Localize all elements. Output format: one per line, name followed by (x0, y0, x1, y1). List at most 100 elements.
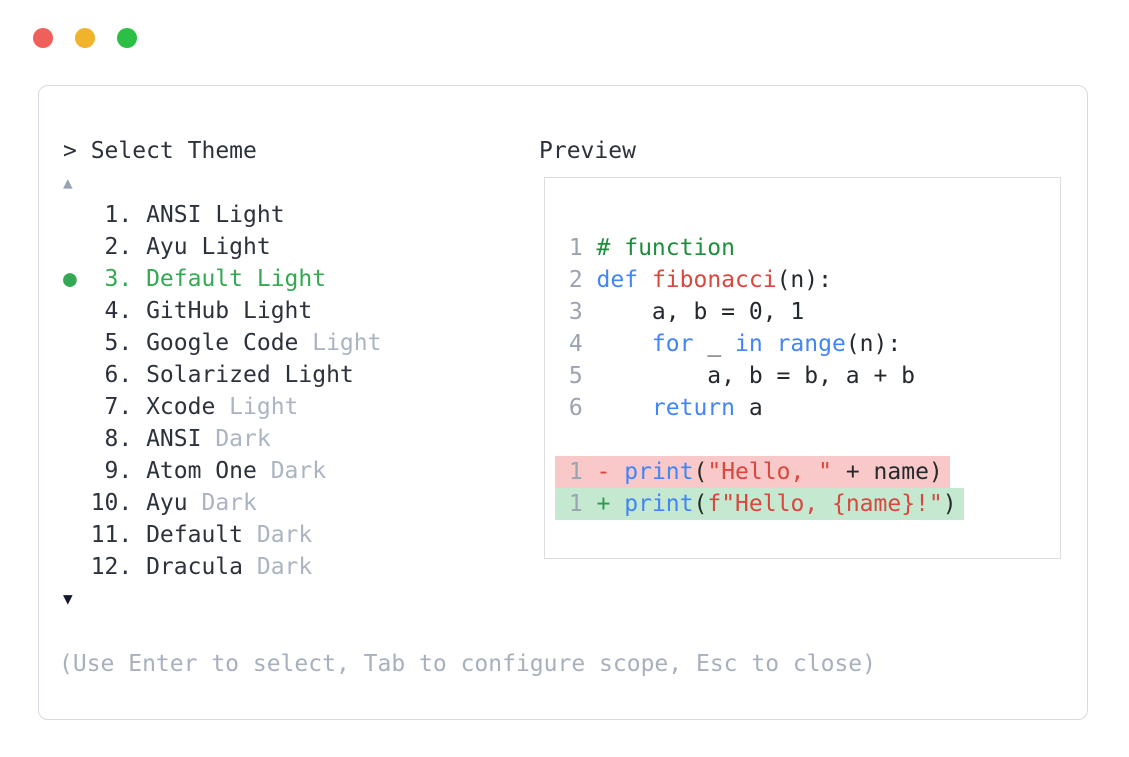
item-number: 3. (104, 266, 133, 292)
theme-list-item[interactable]: 9. Atom One Dark (63, 455, 381, 487)
item-label: Xcode (132, 394, 230, 420)
code-line: 6 return a (555, 392, 1060, 424)
theme-selector-panel: > Select Theme ▲ 1. ANSI Light 2. Ayu Li… (38, 85, 1088, 720)
line-number: 6 (568, 395, 583, 421)
code-token-kw: return (651, 395, 736, 421)
code-token-pl: ) (942, 491, 957, 517)
code-line (555, 424, 1060, 456)
item-variant: Dark (256, 554, 313, 580)
item-label: Ayu (132, 234, 202, 260)
theme-list-item[interactable]: 1. ANSI Light (63, 199, 381, 231)
item-number: 1. (104, 202, 133, 228)
item-label: Default (132, 522, 257, 548)
theme-picker: > Select Theme ▲ 1. ANSI Light 2. Ayu Li… (63, 135, 381, 615)
theme-list-item[interactable]: 11. Default Dark (63, 519, 381, 551)
item-variant: Dark (270, 458, 327, 484)
item-variant: Dark (256, 522, 313, 548)
marker-spacer (63, 423, 91, 455)
code-token-pl: (n): (776, 267, 832, 293)
code-token-minus: - (596, 459, 611, 485)
code-line: 2 def fibonacci(n): (555, 264, 1060, 296)
theme-list-item[interactable]: 6. Solarized Light (63, 359, 381, 391)
code-token-kw: print (624, 491, 694, 517)
code-token-kw: range (776, 331, 846, 357)
theme-list-item[interactable]: 7. Xcode Light (63, 391, 381, 423)
code-token-kw: for (651, 331, 694, 357)
code-token-pl: ( (693, 491, 708, 517)
item-variant: Light (312, 330, 382, 356)
code-token-pl (610, 491, 624, 517)
code-token-kw: print (624, 459, 694, 485)
line-number: 1 (568, 459, 583, 485)
code-token-pl (638, 267, 652, 293)
theme-list-item[interactable]: 5. Google Code Light (63, 327, 382, 359)
scroll-up-icon[interactable]: ▲ (63, 173, 73, 192)
code-line: 4 for _ in range(n): (555, 328, 1060, 360)
item-number: 5. (104, 330, 133, 356)
minimize-button[interactable] (75, 28, 95, 48)
marker-spacer (63, 231, 91, 263)
marker-spacer (63, 359, 91, 391)
marker-spacer (63, 487, 91, 519)
item-label: Atom One (132, 458, 271, 484)
code-token-pl: a (735, 395, 763, 421)
marker-spacer (63, 519, 91, 551)
code-token-kw: in (735, 331, 763, 357)
theme-list-item[interactable]: 8. ANSI Dark (63, 423, 381, 455)
diff-line-added: 1+ print(f"Hello, {name}!") (555, 488, 964, 520)
item-variant: Light (229, 394, 299, 420)
code-token-pl (610, 459, 624, 485)
code-token-pl: _ (693, 331, 736, 357)
code-token-str: f"Hello, {name}!" (707, 491, 943, 517)
item-number: 11. (90, 522, 133, 548)
theme-list-item[interactable]: 12. Dracula Dark (63, 551, 381, 583)
item-variant: Light (256, 266, 327, 292)
item-number: 9. (104, 458, 133, 484)
item-label: Ayu (132, 490, 202, 516)
code-token-pl (597, 395, 652, 421)
item-number: 8. (104, 426, 133, 452)
item-number: 6. (104, 362, 133, 388)
line-number: 1 (568, 235, 583, 261)
item-variant: Light (243, 298, 313, 324)
selected-dot-icon: ● (63, 266, 91, 292)
code-token-fn: fibonacci (651, 267, 777, 293)
marker-spacer (63, 295, 91, 327)
maximize-button[interactable] (117, 28, 137, 48)
item-variant: Light (201, 234, 271, 260)
close-button[interactable] (33, 28, 53, 48)
marker-spacer (63, 551, 91, 583)
code-token-pl: a, b = 0, 1 (596, 299, 805, 325)
picker-title: > Select Theme (63, 138, 257, 164)
item-label: Dracula (132, 554, 257, 580)
theme-list-item[interactable]: 2. Ayu Light (63, 231, 381, 263)
item-number: 12. (90, 554, 133, 580)
code-token-plus: + (596, 491, 611, 517)
code-token-pl (597, 331, 652, 357)
item-label: Default (132, 266, 257, 292)
marker-spacer (63, 327, 91, 359)
item-number: 7. (104, 394, 133, 420)
theme-list-item[interactable]: ● 3. Default Light (63, 263, 381, 295)
theme-list-item[interactable]: 4. GitHub Light (63, 295, 381, 327)
line-number: 2 (568, 267, 583, 293)
scroll-down-icon[interactable]: ▼ (63, 589, 73, 608)
theme-list-item[interactable]: 10. Ayu Dark (63, 487, 381, 519)
code-token-pl: + name) (831, 459, 943, 485)
item-number: 4. (104, 298, 133, 324)
code-line: 1# function (555, 232, 1060, 264)
item-number: 2. (104, 234, 133, 260)
theme-list: 1. ANSI Light 2. Ayu Light● 3. Default L… (63, 199, 381, 583)
item-variant: Dark (215, 426, 271, 452)
item-label: Solarized (132, 362, 285, 388)
marker-spacer (63, 391, 91, 423)
item-variant: Dark (201, 490, 257, 516)
code-token-kw: def (596, 267, 639, 293)
item-number: 10. (90, 490, 133, 516)
preview-title: Preview (539, 138, 636, 164)
item-label: GitHub (132, 298, 243, 324)
code-token-pl: (n): (845, 331, 902, 357)
code-line: 3 a, b = 0, 1 (555, 296, 1060, 328)
